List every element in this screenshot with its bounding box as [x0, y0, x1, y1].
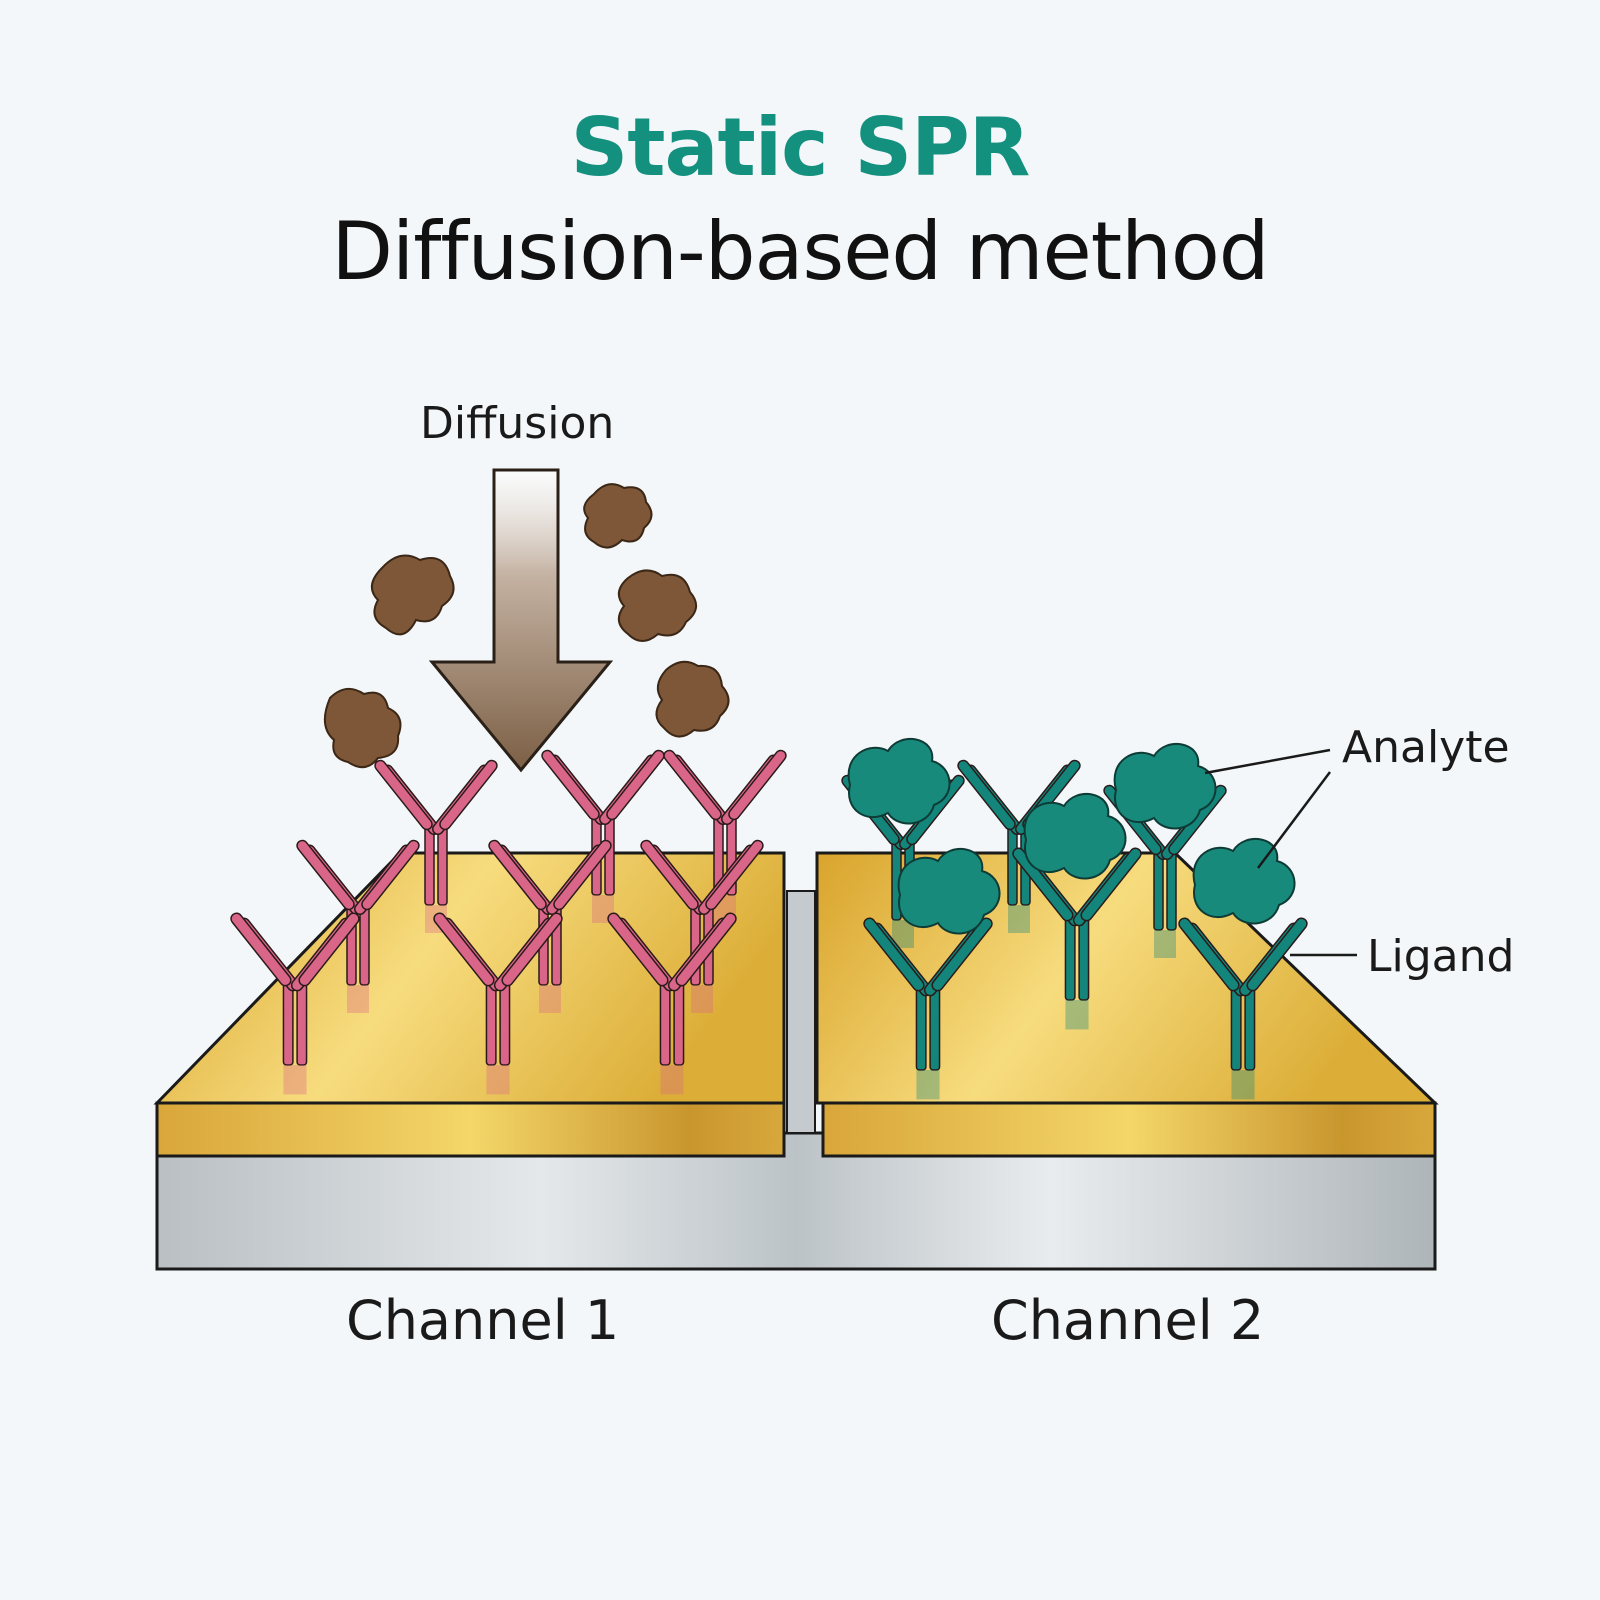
channel2-label: Channel 2 [991, 1289, 1265, 1352]
bound-analyte [1023, 792, 1127, 880]
analyte-particle [617, 569, 697, 642]
bound-analyte [1113, 742, 1217, 830]
analyte-particle [655, 660, 730, 738]
channel1-label: Channel 1 [346, 1289, 620, 1352]
ligand-antibody [230, 912, 360, 1095]
bound-analyte [847, 737, 951, 825]
ligand-antibody [374, 759, 498, 933]
gold-surface-channel1 [153, 851, 786, 1158]
analyte-label: Analyte [1342, 722, 1510, 773]
analyte-particle [583, 483, 653, 549]
free-analyte-group [323, 483, 730, 769]
analyte-leader-line [1257, 771, 1331, 869]
diffusion-label: Diffusion [420, 398, 615, 449]
analyte-particle [371, 554, 455, 636]
ligand-antibody [433, 912, 563, 1095]
ligand-antibody [663, 749, 787, 923]
ligand-antibody [1012, 847, 1142, 1030]
ligand-antibody [863, 917, 993, 1100]
ligand-antibody [1178, 917, 1308, 1100]
ligands-channel1 [230, 749, 787, 1095]
leader-lines [1204, 748, 1357, 957]
bound-analyte [897, 847, 1001, 935]
bound-analyte-group [847, 737, 1296, 935]
analyte-particle [323, 687, 402, 769]
diagram-title: Static SPR [570, 101, 1031, 194]
bound-analyte [1192, 837, 1296, 925]
ligand-antibody [607, 912, 737, 1095]
analyte-leader-line [1204, 748, 1331, 775]
diagram-subtitle: Diffusion-based method [331, 205, 1269, 298]
diffusion-arrow-icon [428, 468, 614, 773]
ligand-label: Ligand [1367, 931, 1515, 982]
